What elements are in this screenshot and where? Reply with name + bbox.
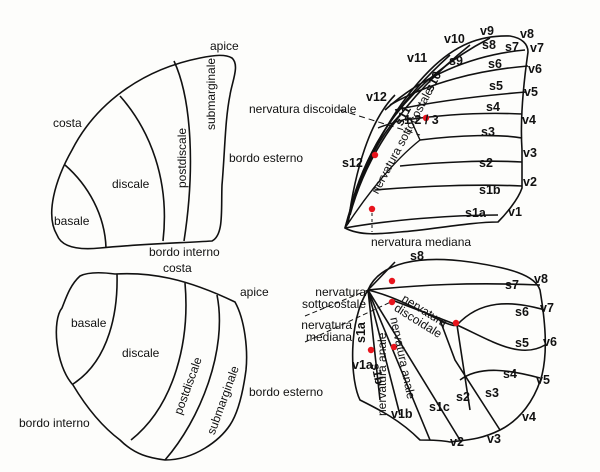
forewing-discal-line (119, 95, 166, 242)
hw-space-s4: s4 (503, 367, 517, 381)
hw-inner-margin-label: bordo interno (19, 416, 90, 430)
fw-zone-postdiscale: postdiscale (175, 127, 189, 188)
hw-space-s8: s8 (410, 249, 424, 263)
forewing-postdiscal-line (173, 60, 192, 242)
fw-venation-outline (344, 35, 529, 235)
hw-vein-v7: v7 (540, 301, 554, 315)
hw-vein-v1b: v1b (391, 407, 413, 421)
hw-costa-label: costa (163, 261, 192, 275)
marker-fw-subcostal (371, 151, 379, 159)
marker-fw-discoidal (422, 114, 430, 122)
fw-vein-v11: v11 (407, 51, 428, 65)
hw-vein-v8: v8 (534, 272, 548, 286)
hw-space-s5: s5 (515, 336, 529, 350)
fw-space-s2: s2 (479, 156, 493, 170)
hw-space-s3: s3 (485, 386, 499, 400)
hw-apex-label: apice (240, 285, 269, 299)
marker-hw-discoidal-1 (388, 277, 396, 285)
fw-vein-v12: v12 (366, 90, 387, 104)
fw-vein-v7: v7 (530, 41, 544, 55)
hw-zone-basale: basale (71, 316, 107, 330)
fw-vein-v1: v1 (508, 205, 522, 219)
fw-space-s7: s7 (505, 40, 519, 54)
fw-inner-margin-label: bordo interno (149, 245, 220, 259)
marker-fw-median (368, 205, 376, 213)
fw-space-s5: s5 (489, 79, 503, 93)
fw-space-s9: s9 (449, 54, 463, 68)
fw-apex-label: apice (210, 39, 239, 53)
marker-hw-anal-2 (390, 343, 398, 351)
fw-costa-label: costa (53, 116, 82, 130)
fw-space-s6: s6 (488, 57, 502, 71)
hw-space-s6: s6 (515, 305, 529, 319)
hw-space-s1a: s1a (354, 322, 368, 343)
fw-space-s1b: s1b (479, 183, 501, 197)
marker-hw-discoidal-2 (452, 319, 460, 327)
fw-discoidal-vein-label: nervatura discoidale (249, 102, 357, 116)
fw-zone-submarginale: submarginale (204, 57, 218, 130)
hw-zone-discale: discale (122, 346, 160, 360)
marker-hw-anal-1 (367, 346, 375, 354)
fw-median-vein-label: nervatura mediana (371, 235, 472, 249)
fw-cell-label: 1 2 / 3 (404, 113, 439, 127)
fw-zone-discale: discale (112, 177, 150, 191)
hw-space-s1c: s1c (429, 400, 450, 414)
hw-vein-v4: v4 (522, 410, 536, 424)
hw-space-s7: s7 (505, 278, 519, 292)
hw-space-s2: s2 (456, 390, 470, 404)
hw-venation-outline (351, 258, 547, 443)
hindwing-zones-outline (55, 271, 248, 461)
forewing-basal-line (64, 164, 107, 249)
fw-outer-margin-label: bordo esterno (229, 151, 304, 165)
hindwing-basal-line (72, 273, 118, 385)
hw-subcostal-vein-label: nervatura sottocostale (301, 285, 366, 311)
hw-vein-v3: v3 (487, 432, 501, 446)
hw-vein-v5: v5 (536, 373, 550, 387)
fw-vein-v2: v2 (523, 175, 537, 189)
fw-vein-v9: v9 (480, 24, 494, 38)
hindwing-postdiscal-line (164, 294, 221, 461)
fw-space-s4: s4 (486, 100, 500, 114)
fw-space-s8: s8 (482, 38, 496, 52)
hindwing-discal-line (130, 282, 187, 441)
hw-outer-margin-label: bordo esterno (249, 385, 324, 399)
fw-vein-v4: v4 (522, 113, 536, 127)
fw-space-s1a: s1a (465, 206, 486, 220)
marker-hw-median (388, 298, 396, 306)
fw-discoidal-cell (344, 117, 421, 229)
fw-vein-v5: v5 (524, 85, 538, 99)
hw-median-vein-label: nervatura mediana (301, 318, 352, 344)
fw-vein-v10: v10 (444, 32, 465, 46)
fw-space-s12: s12 (342, 156, 363, 170)
hw-space-s1b: s1b (368, 361, 387, 386)
fw-vein-v8: v8 (520, 27, 534, 41)
hw-vein-v2: v2 (450, 435, 464, 449)
fw-space-s3: s3 (481, 125, 495, 139)
fw-zone-basale: basale (54, 214, 90, 228)
hw-vein-v6: v6 (543, 335, 557, 349)
forewing-zones-outline (50, 54, 237, 250)
hw-vein-v1a: v1a (352, 358, 373, 372)
fw-vein-v6: v6 (528, 62, 542, 76)
fw-vein-v3: v3 (523, 146, 537, 160)
